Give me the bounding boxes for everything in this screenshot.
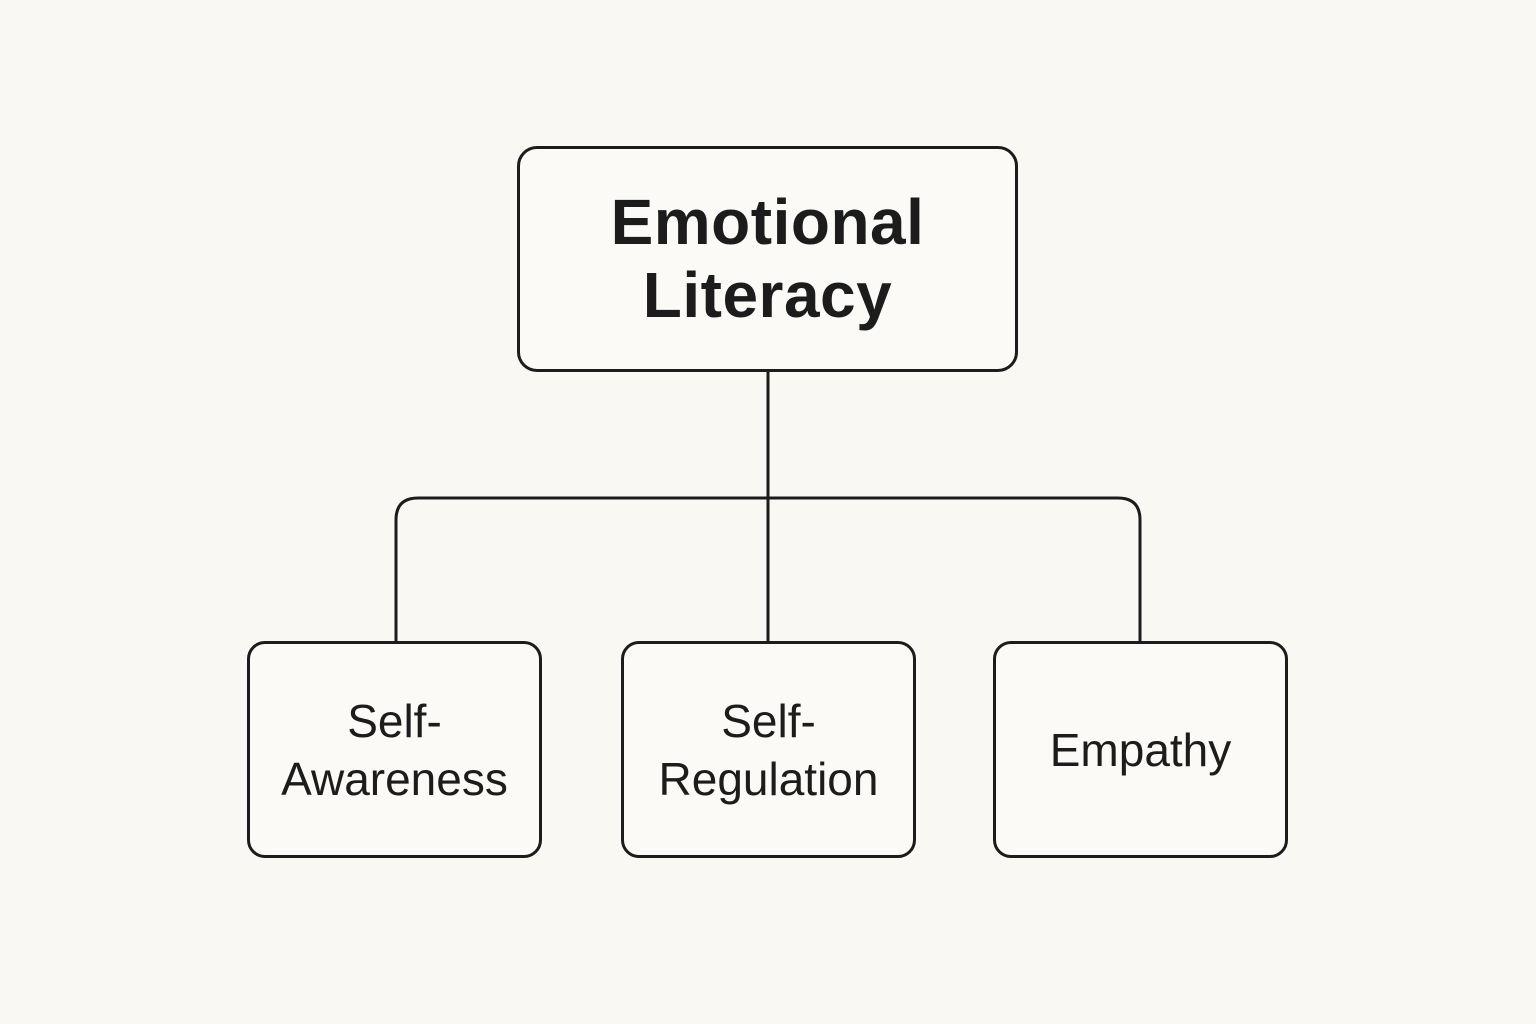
node-emotional-literacy-line-2: Literacy <box>642 259 893 331</box>
node-self-awareness-label: Self- Awareness <box>281 692 508 808</box>
node-self-awareness-line-2: Awareness <box>281 752 508 805</box>
node-self-regulation-line-2: Regulation <box>658 752 879 805</box>
node-emotional-literacy-label: Emotional Literacy <box>611 186 925 332</box>
connector-branch-bar <box>394 496 1142 643</box>
node-self-regulation-label: Self- Regulation <box>659 692 879 808</box>
node-self-awareness: Self- Awareness <box>247 641 542 858</box>
node-emotional-literacy-line-1: Emotional <box>610 186 925 258</box>
node-self-regulation: Self- Regulation <box>621 641 916 858</box>
node-emotional-literacy: Emotional Literacy <box>517 146 1018 372</box>
node-empathy-line-1: Empathy <box>1049 723 1232 776</box>
node-empathy: Empathy <box>993 641 1288 858</box>
node-self-regulation-line-1: Self- <box>721 694 816 747</box>
node-empathy-label: Empathy <box>1050 721 1232 779</box>
node-self-awareness-line-1: Self- <box>347 694 442 747</box>
